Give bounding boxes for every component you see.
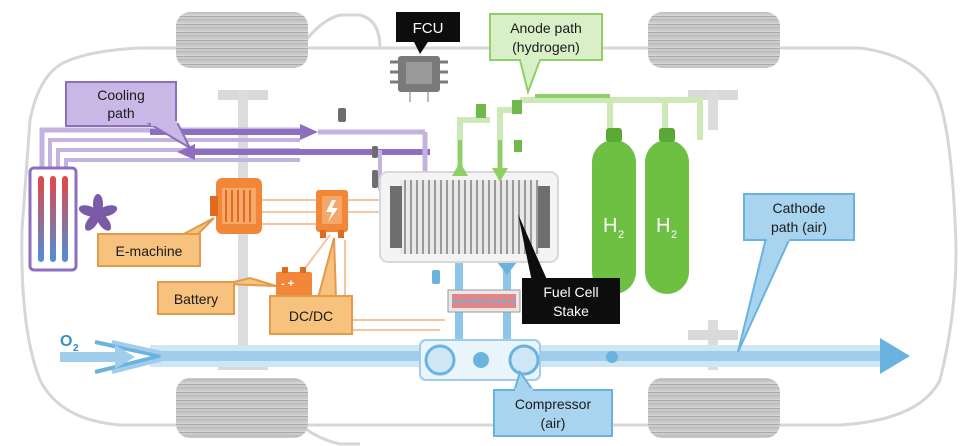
svg-text:2: 2 [671, 229, 677, 241]
svg-text:Cathode: Cathode [773, 200, 826, 216]
fuel-cell-label: Fuel Cell Stake [518, 214, 620, 324]
svg-text:Battery: Battery [174, 291, 218, 307]
battery: - + [276, 267, 312, 298]
e-machine-label: E-machine [97, 217, 215, 267]
compressor-label: Compressor (air) [493, 369, 613, 437]
svg-text:Anode path: Anode path [510, 20, 582, 36]
svg-text:Stake: Stake [553, 303, 589, 319]
wheel-front-left [176, 12, 308, 68]
fuel-cell-stack [379, 171, 559, 263]
svg-text:O: O [60, 333, 72, 350]
sensor-icons [338, 108, 440, 284]
svg-text:path (air): path (air) [771, 219, 827, 235]
wheel-rear-left [176, 378, 308, 438]
dcdc-label: DC/DC [269, 237, 353, 335]
svg-text:path: path [107, 105, 134, 121]
battery-label: Battery [157, 276, 277, 315]
svg-text:DC/DC: DC/DC [289, 308, 333, 324]
wheel-rear-right [648, 378, 780, 438]
fcu-unit [390, 56, 448, 102]
anode-hydrogen-path [452, 94, 703, 182]
svg-text:Cooling: Cooling [97, 87, 144, 103]
svg-text:2: 2 [618, 229, 624, 241]
compressor [419, 339, 618, 381]
svg-text:H: H [656, 215, 670, 237]
svg-text:- +: - + [281, 278, 294, 290]
hydrogen-tank-2: H 2 [645, 128, 689, 294]
fcu-label: FCU [396, 12, 460, 54]
svg-text:Fuel Cell: Fuel Cell [543, 284, 598, 300]
radiator [28, 166, 78, 272]
svg-text:(hydrogen): (hydrogen) [512, 39, 580, 55]
wheel-front-right [648, 12, 780, 68]
svg-text:2: 2 [73, 343, 79, 354]
svg-text:FCU: FCU [413, 20, 444, 37]
dcdc-converter [316, 190, 348, 238]
fan-icon [78, 194, 118, 231]
cooling-path-label: Cooling path [65, 81, 193, 151]
anode-path-label: Anode path (hydrogen) [489, 13, 603, 96]
e-machine [210, 178, 262, 234]
svg-text:Compressor: Compressor [515, 396, 592, 412]
cathode-path-label: Cathode path (air) [737, 193, 855, 353]
svg-text:(air): (air) [541, 415, 566, 431]
svg-text:H: H [603, 215, 617, 237]
hydrogen-tank-1: H 2 [592, 128, 636, 294]
o2-label: O 2 [60, 333, 79, 354]
svg-text:E-machine: E-machine [116, 243, 183, 259]
